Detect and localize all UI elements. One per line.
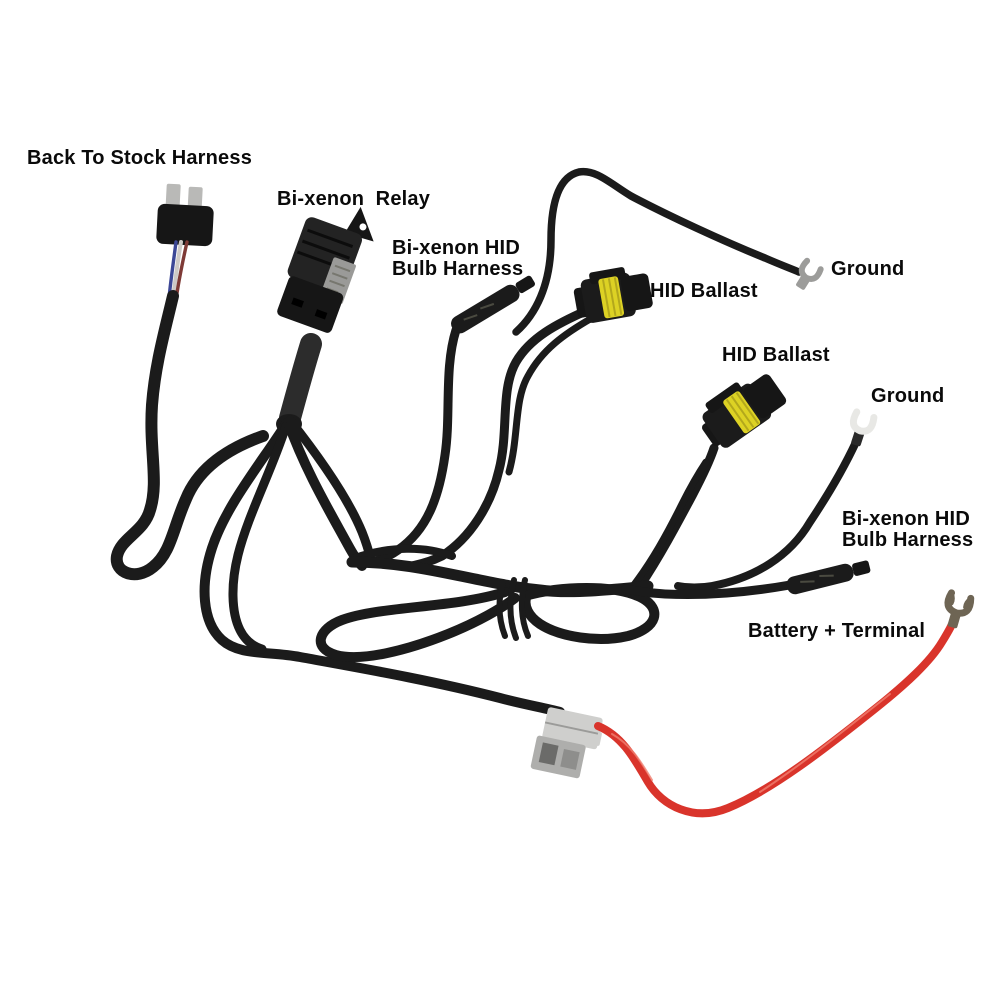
relay-branch-wire-left-2: [228, 421, 291, 654]
label-ballast-1: HID Ballast: [650, 280, 758, 302]
stock-harness-connector: [156, 183, 214, 302]
bundle-knot-2: [507, 577, 519, 641]
relay-branch-wire-left: [199, 419, 565, 717]
connector-sleeve: [451, 284, 520, 334]
ground-wire-2: [674, 438, 860, 592]
ground-wire-1: [512, 167, 803, 336]
connector-tip: [620, 273, 653, 312]
terminal-fork: [798, 257, 824, 283]
fuse-holder-latch: [587, 730, 602, 746]
relay-socket-notch-2: [314, 309, 328, 320]
connector-sleeve: [786, 563, 854, 595]
ballast-connector-1: [573, 267, 653, 323]
ballast-1-wire-b: [505, 314, 596, 476]
label-bulb-harness-1: Bi-xenon HID Bulb Harness: [392, 237, 524, 280]
relay-branch-wire-mid-2: [285, 415, 376, 565]
relay-branch-wire-mid: [283, 417, 367, 571]
battery-wire-highlight: [611, 693, 891, 793]
label-ground-2: Ground: [871, 385, 945, 407]
label-stock-harness: Back To Stock Harness: [27, 147, 253, 169]
relay-sticker-text-lines: [326, 264, 351, 294]
label-battery: Battery + Terminal: [748, 620, 926, 642]
sleeve-marking: [463, 302, 495, 321]
relay: [277, 206, 374, 333]
relay-stem: [279, 333, 322, 429]
ground-fork-terminal-2: [849, 408, 878, 447]
stock-harness-wire: [110, 290, 269, 581]
terminal-fork-curl: [949, 590, 973, 610]
bundle-upper-arc: [351, 544, 456, 562]
bulb-harness-2-wire: [621, 580, 795, 600]
relay-socket-notch-1: [291, 297, 304, 308]
ballast-1-wire-a: [407, 305, 593, 571]
bulb-harness-connector-2: [786, 560, 871, 595]
label-ground-1: Ground: [831, 258, 905, 280]
bundle-knot-1: [496, 579, 508, 639]
fuse-holder: [530, 707, 603, 779]
sleeve-marking: [800, 574, 834, 583]
ballast-2-wire-b: [626, 458, 710, 594]
fuse-slot-1: [538, 742, 559, 766]
bundle-knot-3: [518, 577, 531, 639]
label-ballast-2: HID Ballast: [722, 344, 830, 366]
bulb-harness-connector-1: [451, 275, 536, 334]
connector-tip: [515, 275, 536, 294]
bulb-harness-1-wire: [357, 325, 461, 569]
battery-fork-terminal: [944, 589, 975, 629]
bundle-right-loop: [520, 583, 660, 644]
connector-body: [156, 203, 214, 247]
holder-seam: [544, 721, 599, 735]
connector-tip: [852, 560, 871, 576]
terminal-fork: [944, 589, 975, 617]
ground-fork-terminal-1: [796, 257, 824, 290]
relay-tab-hole: [359, 223, 367, 231]
seal-ribs: [601, 277, 623, 318]
connector-tip: [743, 374, 787, 419]
fuse-slot-2: [560, 748, 580, 770]
label-relay: Bi-xenon Relay: [277, 188, 431, 210]
bundle-left-loop: [315, 587, 520, 663]
connector-release-tab: [705, 382, 743, 413]
wire-bundle: [315, 544, 660, 663]
relay-socket: [277, 276, 344, 333]
battery-wire-red: [594, 616, 958, 818]
seal-ribs: [725, 392, 760, 432]
terminal-fork: [849, 408, 878, 435]
label-bulb-harness-2: Bi-xenon HID Bulb Harness: [842, 508, 974, 551]
ballast-connector-2: [702, 374, 787, 448]
